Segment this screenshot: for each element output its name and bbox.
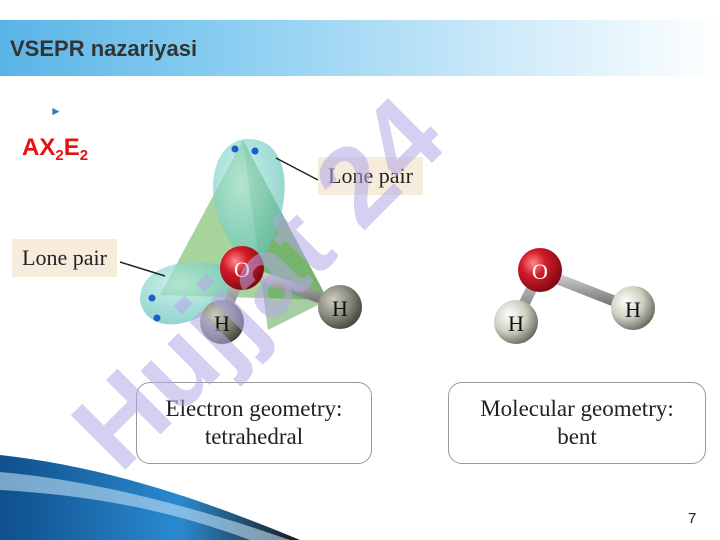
electron-dot <box>153 314 161 322</box>
lone-pair-callout-left: Lone pair <box>12 239 117 277</box>
hydrogen-symbol: H <box>508 311 524 336</box>
molecular-geometry-label: Molecular geometry: bent <box>449 395 705 451</box>
molecular-geometry-value: bent <box>557 424 597 449</box>
molecular-geometry-box: Molecular geometry: bent <box>448 382 706 464</box>
formula-subscript: 2 <box>79 147 89 164</box>
electron-geometry-value: tetrahedral <box>204 424 304 449</box>
oxygen-symbol: O <box>234 257 250 282</box>
title-bar <box>0 20 720 76</box>
formula-base: E <box>63 134 80 161</box>
bullet-arrow-icon: ► <box>50 104 62 118</box>
hydrogen-atom <box>611 286 655 330</box>
hydrogen-symbol: H <box>625 297 641 322</box>
oxygen-atom <box>220 246 264 290</box>
molecular-geometry-heading: Molecular geometry: <box>480 396 674 421</box>
electron-geometry-label: Electron geometry: tetrahedral <box>137 395 371 451</box>
formula-subscript: 2 <box>55 147 64 164</box>
hydrogen-atom <box>494 300 538 344</box>
hydrogen-atom <box>200 300 244 344</box>
oxygen-atom <box>518 248 562 292</box>
electron-dot <box>251 147 259 155</box>
electron-dot <box>231 145 239 153</box>
electron-geometry-box: Electron geometry: tetrahedral <box>136 382 372 464</box>
hydrogen-symbol: H <box>214 311 230 336</box>
lone-pair-lobe-left <box>140 262 240 325</box>
electron-dot <box>148 294 156 302</box>
hydrogen-symbol: H <box>332 296 348 321</box>
lone-pair-lobe-top <box>213 139 285 265</box>
hydrogen-atom <box>318 285 362 329</box>
formula-base: AX <box>22 134 56 161</box>
electron-geometry-heading: Electron geometry: <box>165 396 343 421</box>
slide-title: VSEPR nazariyasi <box>10 36 198 61</box>
lone-pair-callout-top: Lone pair <box>318 157 423 195</box>
slide-number: 7 <box>688 510 697 527</box>
oxygen-symbol: O <box>532 259 548 284</box>
vsepr-formula: AX2E2 <box>22 134 88 164</box>
